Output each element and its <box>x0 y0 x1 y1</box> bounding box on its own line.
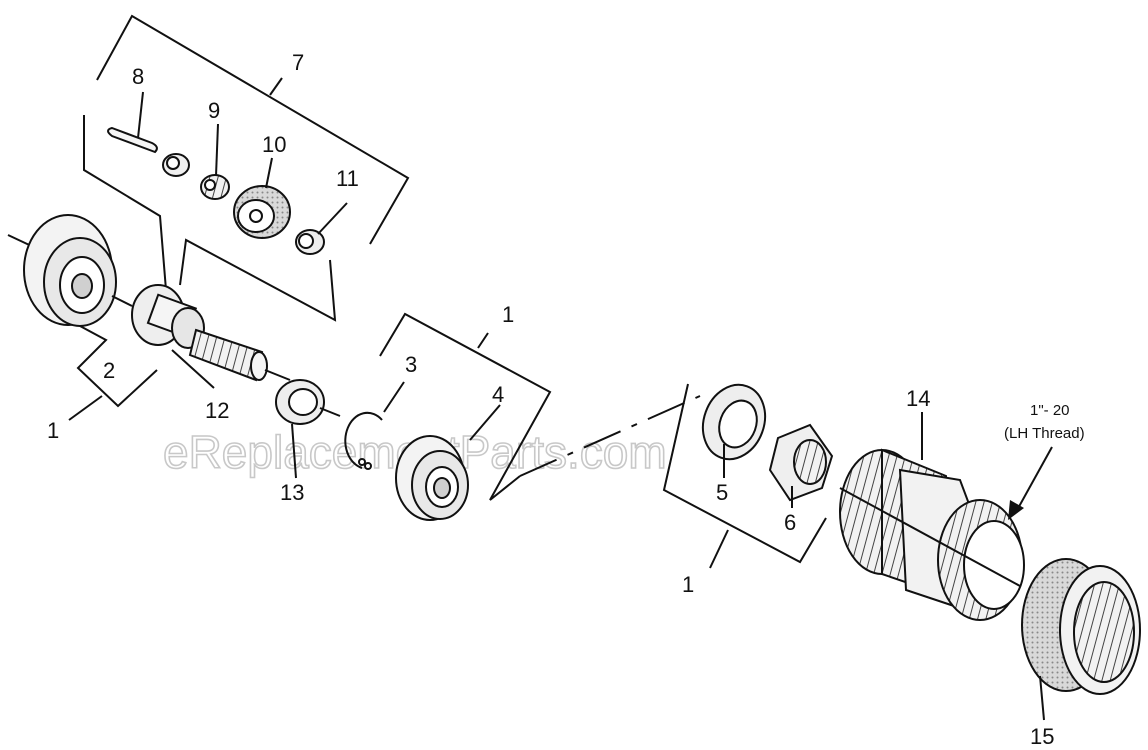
label-12: 12 <box>205 398 229 423</box>
label-13: 13 <box>280 480 304 505</box>
label-1-middle: 1 <box>502 302 514 327</box>
label-10: 10 <box>262 132 286 157</box>
bracket-2 <box>76 325 158 408</box>
part-6-nut <box>768 423 834 502</box>
part-3-retaining-ring <box>344 411 383 470</box>
label-5: 5 <box>716 480 728 505</box>
label-9: 9 <box>208 98 220 123</box>
part-9-needle-bearing <box>200 174 230 200</box>
thread-note-type: (LH Thread) <box>1004 425 1085 442</box>
label-15: 15 <box>1030 724 1054 749</box>
part-15-cap-nut <box>1021 558 1141 695</box>
bracket-1-middle <box>379 312 552 501</box>
part-8-pin <box>107 126 158 154</box>
bracket-1-right <box>662 383 827 569</box>
label-3: 3 <box>405 352 417 377</box>
label-1-right: 1 <box>682 572 694 597</box>
thread-callout-arrow <box>1008 446 1053 520</box>
label-6: 6 <box>784 510 796 535</box>
part-12-spindle <box>131 284 291 382</box>
part-4-bearing <box>395 435 469 521</box>
label-1-left: 1 <box>47 418 59 443</box>
label-7: 7 <box>292 50 304 75</box>
part-5-spacer <box>701 383 767 461</box>
part-10-gear <box>233 185 291 239</box>
part-11-bushing <box>295 229 325 255</box>
label-14: 14 <box>906 386 930 411</box>
part-14-housing <box>839 448 1025 621</box>
label-4: 4 <box>492 382 504 407</box>
label-11: 11 <box>336 166 359 191</box>
bracket-7-inner <box>83 115 337 322</box>
part-1-bearing-left <box>23 214 117 327</box>
part-bushing <box>162 153 190 177</box>
thread-note-size: 1"- 20 <box>1030 402 1070 419</box>
label-2: 2 <box>103 358 115 383</box>
bracket-7 <box>96 14 410 245</box>
part-13-washer <box>275 379 325 425</box>
label-8: 8 <box>132 64 144 89</box>
